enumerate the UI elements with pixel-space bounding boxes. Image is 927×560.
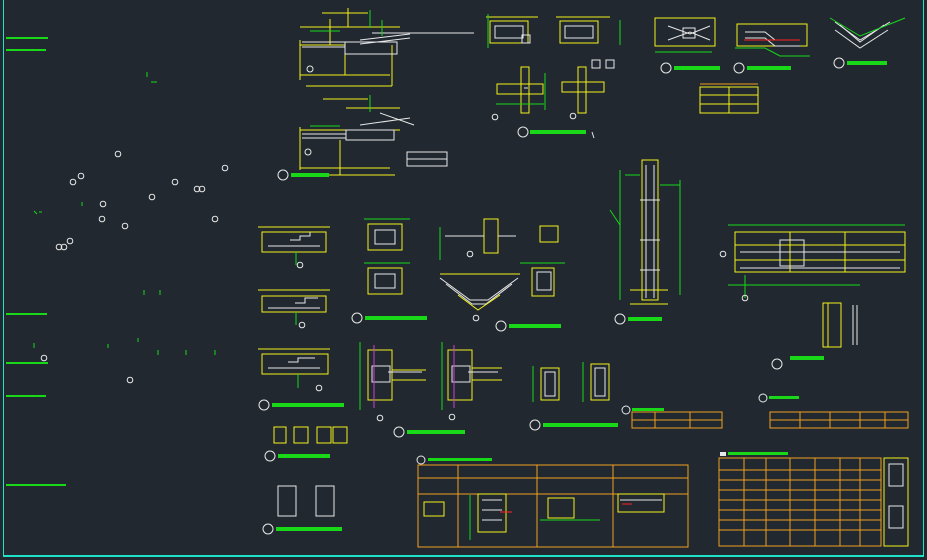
schedule-table-right-large xyxy=(718,452,909,547)
node-circle-icon xyxy=(306,65,314,73)
node-circle-icon xyxy=(40,354,48,362)
node-circle-icon xyxy=(77,172,85,180)
schedule-table-bottom xyxy=(416,455,689,548)
detail-marker-circle-icon xyxy=(660,62,672,74)
detail-markers-middle-center xyxy=(351,312,561,332)
node-circle-icon xyxy=(99,200,107,208)
detail-marker-circle-icon xyxy=(258,399,270,411)
node-circle-icon xyxy=(148,193,156,201)
detail-marker-circle-icon xyxy=(495,320,507,332)
detail-markers-small-columns xyxy=(262,419,618,535)
detail-marker-circle-icon xyxy=(733,62,745,74)
detail-marker-long-beam xyxy=(771,356,824,370)
node-circle-icon xyxy=(69,178,77,186)
detail-marker-circle-icon xyxy=(262,523,274,535)
dimension-ticks xyxy=(33,72,216,355)
note-heading-1 xyxy=(6,37,48,51)
node-circle-icon xyxy=(211,215,219,223)
node-circle-icon xyxy=(466,250,474,258)
reinforcement-table-right xyxy=(758,393,909,429)
node-circle-icon xyxy=(66,237,74,245)
node-circle-icon xyxy=(114,150,122,158)
detail-marker-circle-icon xyxy=(771,358,783,370)
node-circle-icon xyxy=(298,321,306,329)
slab-details-top-right xyxy=(654,17,906,114)
wall-junction-details xyxy=(359,342,502,422)
stair-details-middle xyxy=(258,226,330,392)
detail-marker-circle-icon xyxy=(416,455,426,465)
detail-marker-column xyxy=(614,313,662,325)
detail-marker-circle-icon xyxy=(614,313,626,325)
notes-column xyxy=(6,37,229,486)
note-heading-2 xyxy=(6,313,66,486)
node-circle-icon xyxy=(376,414,384,422)
detail-markers-top-right xyxy=(660,57,887,74)
detail-marker-circle-icon xyxy=(264,450,276,462)
beam-section-lower xyxy=(299,95,448,176)
node-circle-icon xyxy=(193,185,201,193)
detail-marker-beam xyxy=(277,169,329,181)
detail-marker-circle-icon xyxy=(833,57,845,69)
node-circle-icon xyxy=(98,215,106,223)
drawing-frame-border xyxy=(3,0,924,557)
detail-marker-joint xyxy=(517,126,595,139)
detail-marker-wall xyxy=(393,426,465,438)
node-circle-icon xyxy=(121,222,129,230)
node-circle-icon xyxy=(304,148,312,156)
column-sections-middle xyxy=(364,218,565,322)
node-circle-icon xyxy=(60,243,68,251)
node-circle-icon xyxy=(741,294,749,302)
detail-marker-circle-icon xyxy=(758,393,768,403)
node-circle-icon xyxy=(221,164,229,172)
small-column-details xyxy=(273,362,610,517)
node-circle-icon xyxy=(296,261,304,269)
node-circle-icon xyxy=(472,314,480,322)
detail-marker-circle-icon xyxy=(351,312,363,324)
reinforcement-table-small xyxy=(621,405,723,429)
beam-section-upper xyxy=(299,8,474,87)
detail-marker-circle-icon xyxy=(393,426,405,438)
node-circle-icon xyxy=(315,384,323,392)
detail-markers-middle-left xyxy=(258,399,344,411)
detail-marker-circle-icon xyxy=(517,126,529,138)
node-circle-icon xyxy=(55,243,63,251)
joint-details-top xyxy=(486,14,621,121)
node-circle-icon xyxy=(719,250,727,258)
detail-marker-circle-icon xyxy=(277,169,289,181)
detail-marker-circle-icon xyxy=(621,405,631,415)
node-circle-icon xyxy=(448,413,456,421)
node-circle-icon xyxy=(171,178,179,186)
node-circle-icon xyxy=(126,376,134,384)
node-points xyxy=(40,150,229,384)
long-beam-elevation xyxy=(719,224,906,348)
node-circle-icon xyxy=(569,112,577,120)
node-circle-icon xyxy=(491,113,499,121)
node-circle-icon xyxy=(198,185,206,193)
column-elevation xyxy=(609,159,681,305)
detail-marker-circle-icon xyxy=(529,419,541,431)
